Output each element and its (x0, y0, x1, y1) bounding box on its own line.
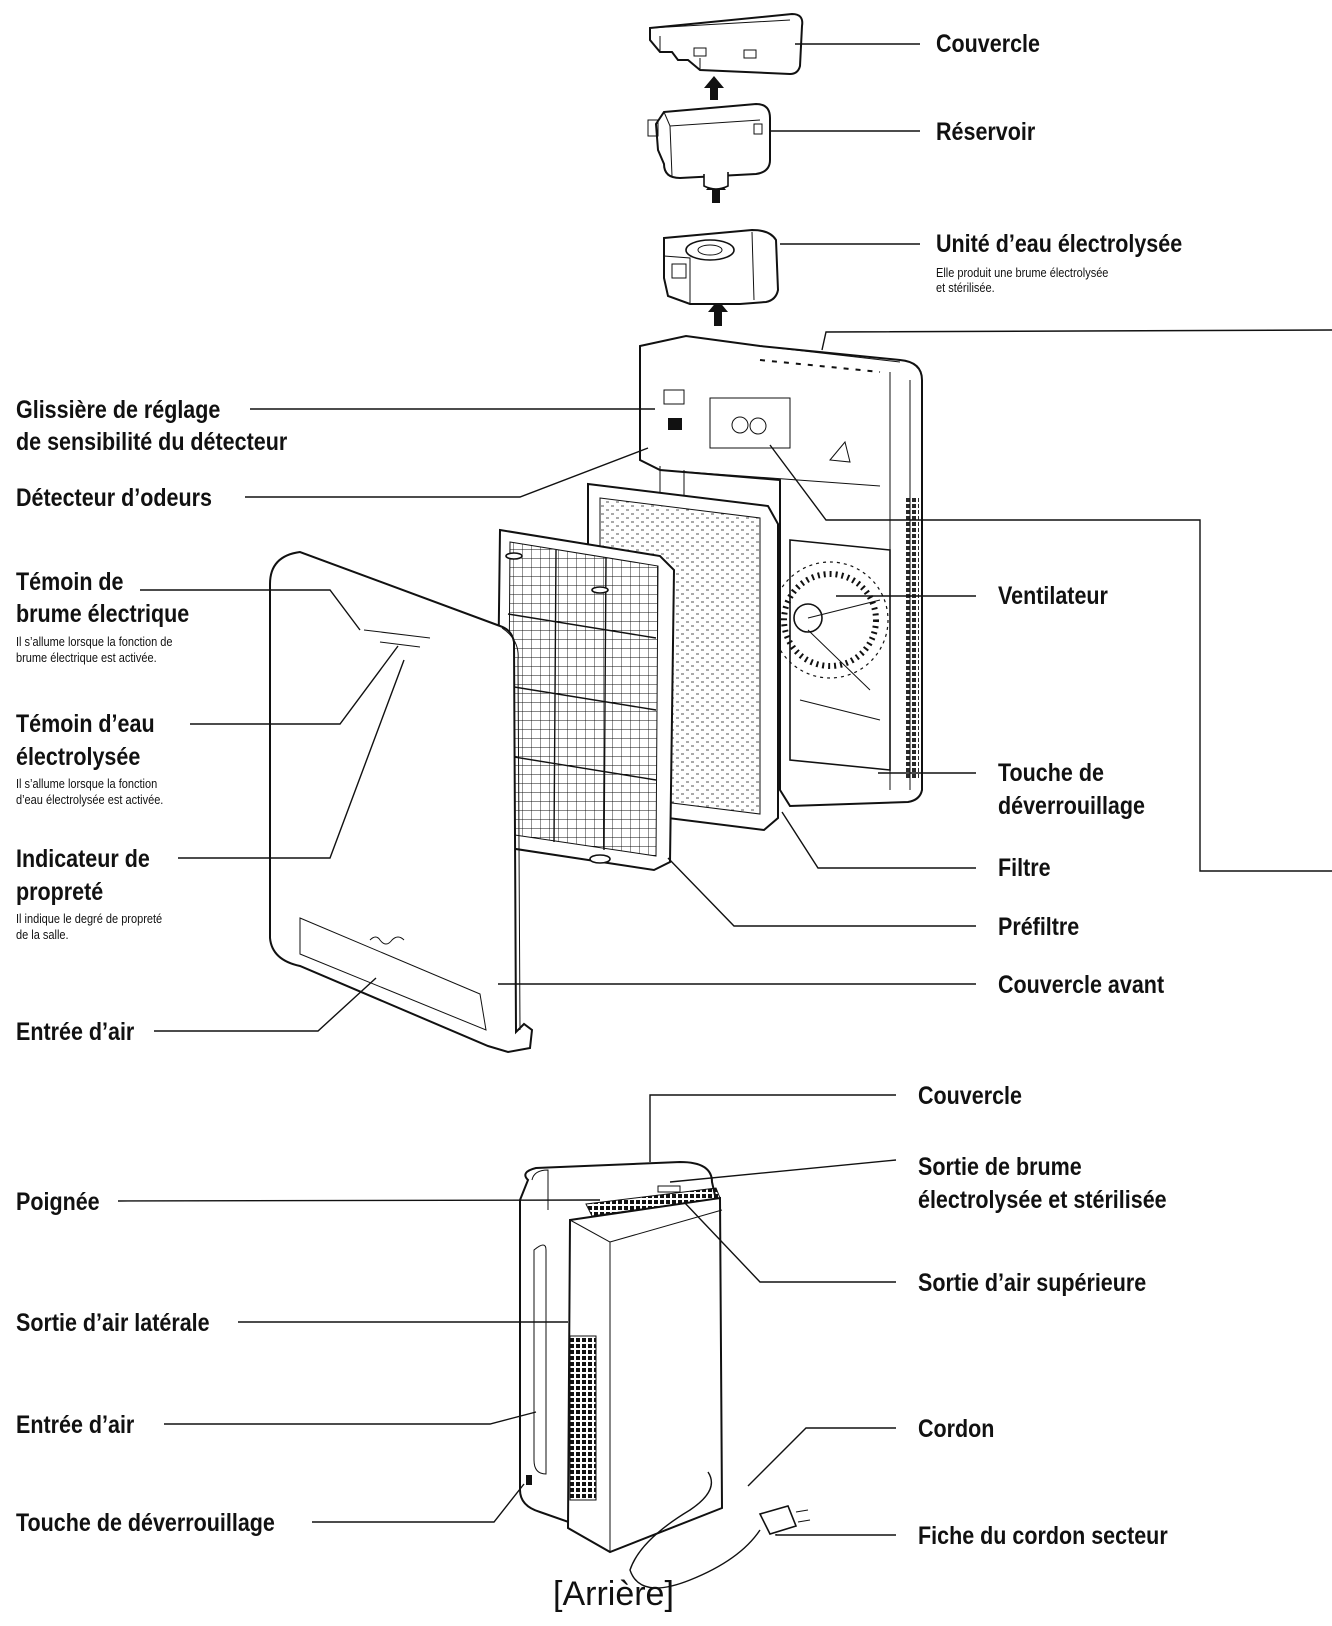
desc-indicateur-2: de la salle. (16, 928, 69, 942)
label-couvercle-rear: Couvercle (918, 1082, 1022, 1110)
label-detecteur: Détecteur d’odeurs (16, 484, 212, 512)
label-entree-air-front: Entrée d’air (16, 1018, 135, 1046)
desc-unite-eau-2: et stérilisée. (936, 281, 995, 295)
label-sortie-brume-1: Sortie de brume (918, 1153, 1082, 1181)
label-indicateur-1: Indicateur de (16, 845, 150, 873)
label-touche-rear: Touche de déverrouillage (16, 1509, 275, 1537)
desc-temoin-eau-1: Il s’allume lorsque la fonction (16, 777, 158, 791)
rear-caption: [Arrière] (553, 1575, 674, 1613)
label-filtre: Filtre (998, 854, 1051, 882)
leader-lines (117, 43, 1332, 1536)
label-temoin-eau-2: électrolysée (16, 743, 141, 771)
label-fiche: Fiche du cordon secteur (918, 1522, 1168, 1550)
front-cover-part (269, 550, 534, 1054)
lid-part (649, 12, 804, 76)
label-prefiltre: Préfiltre (998, 913, 1080, 941)
label-glissiere-2: de sensibilité du détecteur (16, 428, 288, 456)
desc-temoin-brume-1: Il s’allume lorsque la fonction de (16, 635, 173, 649)
label-temoin-brume-2: brume électrique (16, 600, 190, 628)
label-touche-front-2: déverrouillage (998, 792, 1145, 820)
water-unit-part (663, 228, 780, 305)
label-sortie-sup: Sortie d’air supérieure (918, 1269, 1147, 1297)
label-indicateur-2: propreté (16, 878, 104, 906)
label-touche-front-1: Touche de (998, 759, 1104, 787)
label-unite-eau: Unité d’eau électrolysée (936, 230, 1183, 258)
label-sortie-brume-2: électrolysée et stérilisée (918, 1186, 1167, 1214)
desc-indicateur-1: Il indique le degré de propreté (16, 912, 163, 926)
desc-temoin-eau-2: d’eau électrolysée est activée. (16, 793, 164, 807)
label-ventilateur: Ventilateur (998, 582, 1108, 610)
label-glissiere-1: Glissière de réglage (16, 396, 221, 424)
label-entree-air-rear: Entrée d’air (16, 1411, 135, 1439)
label-cordon: Cordon (918, 1415, 995, 1443)
desc-unite-eau-1: Elle produit une brume électrolysée (936, 266, 1109, 280)
rear-view-unit (519, 1160, 811, 1589)
fan-part (771, 539, 891, 771)
label-poignee: Poignée (16, 1188, 100, 1216)
label-temoin-brume-1: Témoin de (16, 568, 124, 596)
label-couvercle-avant: Couvercle avant (998, 971, 1165, 999)
label-sortie-lat: Sortie d’air latérale (16, 1309, 210, 1337)
label-temoin-eau-1: Témoin d’eau (16, 710, 155, 738)
reservoir-part (647, 102, 771, 190)
label-reservoir: Réservoir (936, 118, 1036, 146)
prefilter-part (494, 528, 676, 872)
label-couvercle-top: Couvercle (936, 30, 1040, 58)
desc-temoin-brume-2: brume électrique est activée. (16, 651, 157, 665)
